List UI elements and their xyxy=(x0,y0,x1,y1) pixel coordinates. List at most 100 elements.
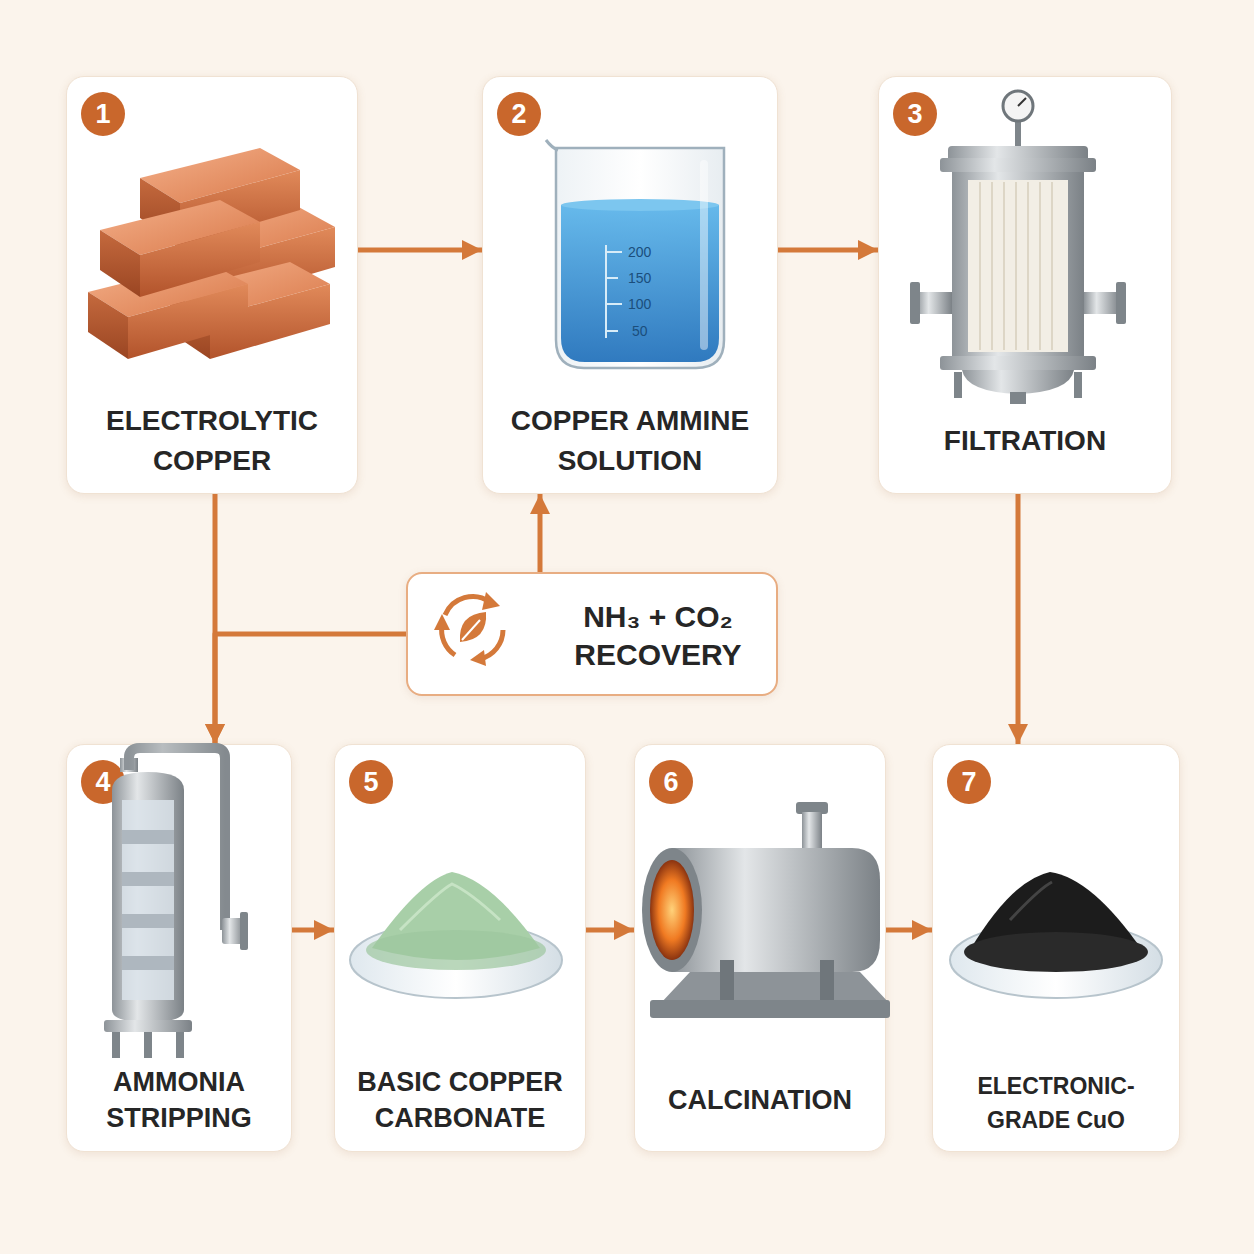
recovery-icon xyxy=(434,592,503,666)
green-powder-dish-part xyxy=(366,930,546,970)
process-card: 5BASIC COPPER CARBONATE xyxy=(334,744,586,1152)
filter-housing-part xyxy=(910,282,920,324)
stripping-column-part xyxy=(240,912,248,950)
beaker-part xyxy=(605,245,607,338)
recovery-icon-part xyxy=(442,625,455,655)
green-powder-dish xyxy=(350,872,562,998)
copper-ingots-part xyxy=(170,262,330,359)
green-powder-dish-part xyxy=(372,872,540,960)
filter-housing-part xyxy=(954,372,962,398)
flow-arrow xyxy=(213,494,218,744)
filter-housing-part-part xyxy=(1003,182,1005,350)
filter-housing xyxy=(910,91,1126,404)
label-frame: COPPER AMMINE SOLUTION xyxy=(483,395,777,487)
calcination-furnace-part xyxy=(650,1000,890,1018)
label-frame: CALCINATION xyxy=(635,1055,885,1145)
flow-arrow xyxy=(215,634,406,744)
black-powder-dish-part xyxy=(950,922,1162,998)
stripping-column-part xyxy=(112,772,184,1022)
step-number: 6 xyxy=(649,760,693,804)
step-label: ELECTRONIC-GRADE CuO xyxy=(936,1069,1176,1137)
green-powder-dish-part xyxy=(400,884,500,930)
process-card: 4AMMONIA STRIPPING xyxy=(66,744,292,1152)
filter-housing-part xyxy=(980,182,1052,350)
stripping-column-part xyxy=(120,758,138,772)
label-frame: FILTRATION xyxy=(879,395,1171,487)
filter-housing-part xyxy=(1003,91,1033,121)
filter-housing-part-part xyxy=(991,182,993,350)
beaker-part xyxy=(606,251,622,253)
calcination-furnace-part xyxy=(720,960,734,1000)
recovery-icon-part xyxy=(480,630,503,659)
copper-ingots-part xyxy=(140,148,300,245)
process-card: 6CALCINATION xyxy=(634,744,886,1152)
beaker-part xyxy=(546,140,558,150)
recovery-label: NH₃ + CO₂ RECOVERY xyxy=(558,598,758,674)
step-number: 3 xyxy=(893,92,937,136)
calcination-furnace-part xyxy=(650,860,694,960)
recovery-icon-part xyxy=(434,614,450,630)
process-card: 1ELECTROLYTIC COPPER xyxy=(66,76,358,494)
flow-arrow xyxy=(778,248,878,253)
black-powder-dish-part xyxy=(970,872,1142,962)
filter-housing-part xyxy=(1015,118,1021,148)
step-label: ELECTROLYTIC COPPER xyxy=(77,401,347,481)
calcination-furnace xyxy=(642,802,890,1018)
step-label: CALCINATION xyxy=(668,1082,852,1118)
recovery-icon-part xyxy=(482,592,500,610)
copper-ingots-part xyxy=(88,262,248,359)
filter-housing-part xyxy=(968,180,1068,352)
stripping-column-part-part xyxy=(122,914,174,928)
calcination-furnace-part xyxy=(642,848,702,972)
filter-housing-part xyxy=(1010,392,1026,404)
label-frame: BASIC COPPER CARBONATE xyxy=(335,1055,585,1145)
filter-housing-part xyxy=(1018,98,1026,106)
green-powder-dish-part xyxy=(350,922,562,998)
black-powder-dish-part xyxy=(1010,882,1052,920)
recovery-icon-part xyxy=(470,650,486,666)
calcination-furnace-part xyxy=(802,812,822,852)
flow-arrow xyxy=(1016,494,1021,744)
calcination-furnace-part xyxy=(672,848,880,972)
stripping-column-part xyxy=(122,800,174,1000)
step-label: FILTRATION xyxy=(944,421,1106,461)
calcination-furnace-part xyxy=(820,960,834,1000)
flow-arrow xyxy=(586,928,634,933)
filter-housing-part-part xyxy=(1015,182,1017,350)
recovery-icon-part xyxy=(462,620,480,640)
filter-housing-part-part xyxy=(1027,182,1029,350)
filter-housing-part xyxy=(948,146,1088,162)
copper-ingots-part xyxy=(100,200,260,297)
beaker-part xyxy=(561,199,719,211)
black-powder-dish-part xyxy=(964,932,1148,972)
filter-housing-part xyxy=(962,370,1074,394)
beaker-part xyxy=(556,148,724,368)
stripping-column-part xyxy=(144,1032,152,1058)
beaker-part xyxy=(606,303,622,305)
flow-arrow xyxy=(292,928,334,933)
recovery-icon-part xyxy=(445,597,490,615)
filter-housing-part xyxy=(1074,372,1082,398)
stripping-column-part xyxy=(129,748,225,930)
step-label: BASIC COPPER CARBONATE xyxy=(343,1064,577,1136)
stripping-column-part xyxy=(122,830,174,970)
step-number: 7 xyxy=(947,760,991,804)
stripping-column-part xyxy=(222,918,244,944)
beaker-part xyxy=(606,330,618,332)
filter-housing-part xyxy=(1116,282,1126,324)
beaker xyxy=(546,140,724,368)
label-frame: ELECTRONIC-GRADE CuO xyxy=(933,1063,1179,1143)
stripping-column-part xyxy=(112,1032,120,1058)
black-powder-dish xyxy=(950,872,1162,998)
step-number: 5 xyxy=(349,760,393,804)
process-card: 3FILTRATION xyxy=(878,76,1172,494)
filter-housing-part xyxy=(940,356,1096,370)
beaker-part xyxy=(561,205,719,362)
beaker-part xyxy=(556,148,724,368)
filter-housing-part xyxy=(952,172,1084,368)
label-frame: ELECTROLYTIC COPPER xyxy=(67,395,357,487)
recovery-icon-part xyxy=(460,612,486,642)
flow-arrow xyxy=(538,494,543,572)
